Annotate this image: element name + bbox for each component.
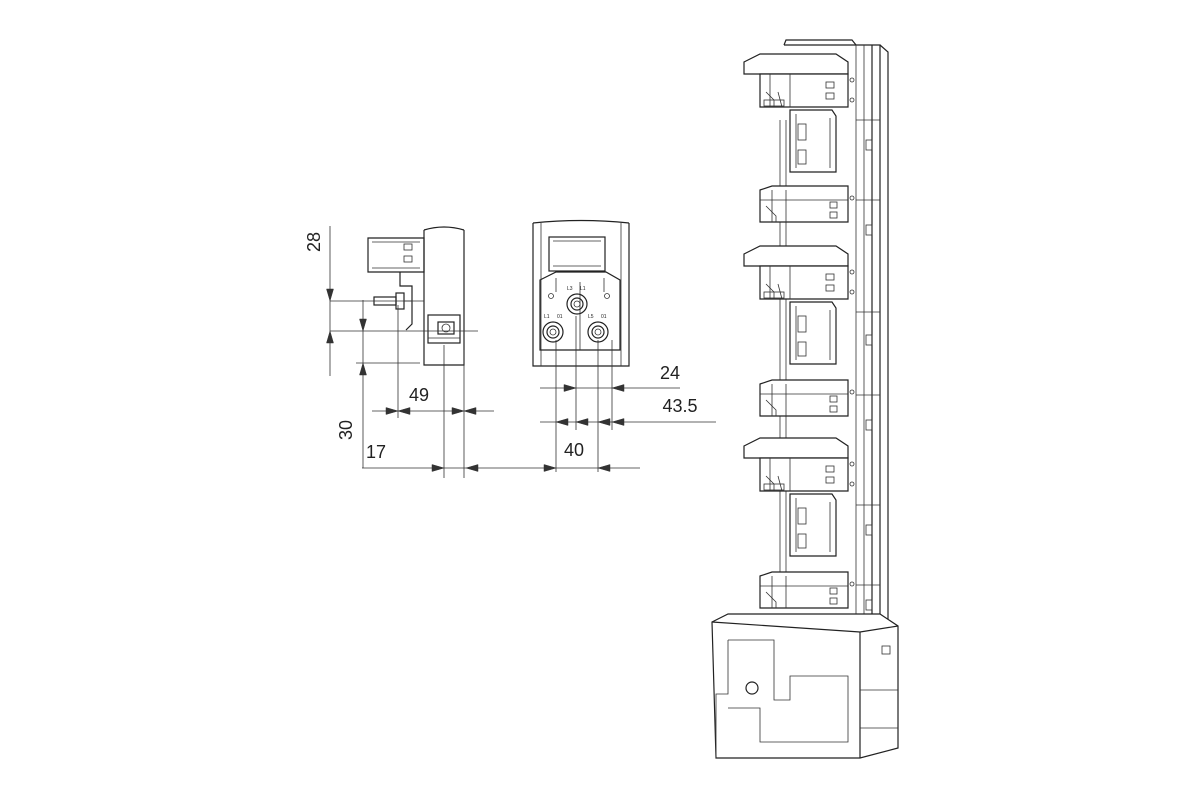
front-view-plate [532,223,630,367]
tower-fuse-body-3 [789,493,837,557]
tower-closed-cassette-3 [759,571,855,609]
front-view: L3 L1 L1 01 L5 01 [532,219,630,367]
label-bottom-mid-right: L5 [588,314,594,320]
dim-height-bottom: 30 [336,420,356,440]
label-bottom-right: 01 [601,314,607,320]
front-view-dimensions: 24 43.5 40 [512,316,716,472]
side-view-plate-top [423,226,465,231]
front-view-top-terminal [566,293,588,315]
front-view-cover [548,236,606,272]
tower-closed-cassette-2 [759,379,855,417]
dim-width-center: 40 [564,440,584,460]
tower-base [711,613,899,759]
dim-height-top: 28 [304,232,324,252]
tower-open-cassette-2 [743,245,855,300]
front-view-terminal-block [539,271,621,351]
label-top-right: L1 [580,286,586,292]
isometric-tower [711,39,899,759]
front-view-bottom-right-terminal [587,321,609,343]
side-view-back-plate [423,230,465,366]
label-top-left: L3 [567,286,573,292]
side-view-bracket [399,272,413,331]
tower-closed-cassette-1 [759,185,855,223]
dim-width-inner: 24 [660,363,680,383]
tower-fuse-body-2 [789,301,837,365]
side-view-dimensions: 28 30 49 17 [304,226,512,478]
label-bottom-left: L1 [544,314,550,320]
tower-open-cassette-1 [743,53,855,108]
label-bottom-mid-left: 01 [557,314,563,320]
front-view-bottom-left-terminal [542,321,564,343]
dim-width-outer: 43.5 [662,396,697,416]
side-view-upper-carrier [367,237,425,273]
dim-depth-total: 49 [409,385,429,405]
tower-open-cassette-3 [743,437,855,492]
dim-depth-offset: 17 [366,442,386,462]
side-view [330,226,478,366]
side-view-lower-terminal [427,314,461,344]
tower-fuse-body-1 [789,109,837,173]
